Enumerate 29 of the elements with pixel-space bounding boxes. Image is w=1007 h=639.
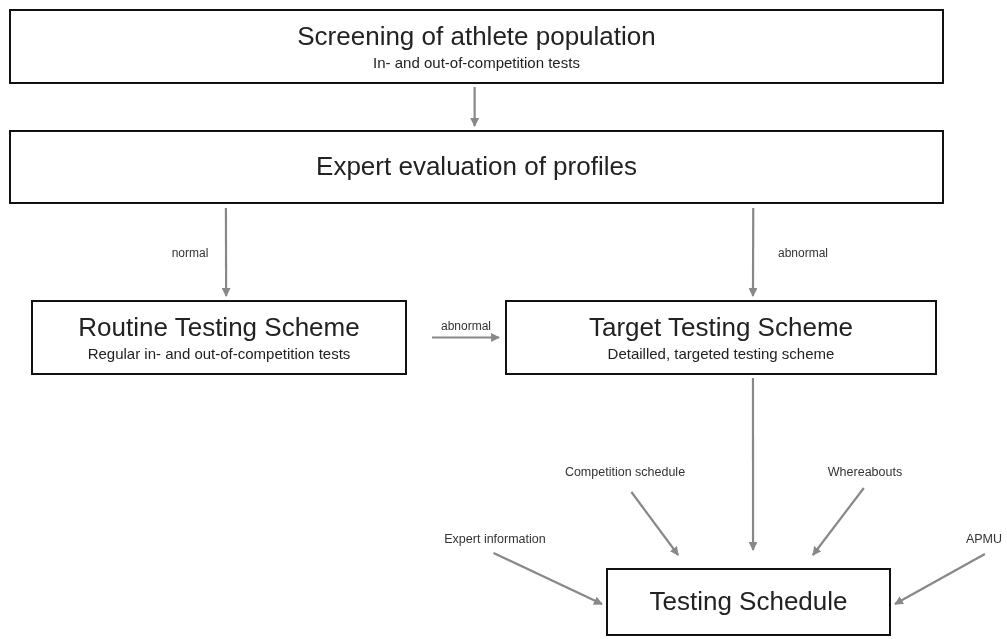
arrow	[812, 487, 865, 556]
box-subtitle: Regular in- and out-of-competition tests	[87, 345, 351, 363]
arrow	[221, 208, 231, 297]
box-subtitle: In- and out-of-competition tests	[373, 54, 580, 72]
arrow	[470, 87, 480, 127]
process-box	[606, 568, 891, 636]
edge-label: abnormal	[439, 319, 493, 333]
arrow	[493, 552, 603, 606]
arrow	[630, 491, 679, 556]
edge-label: abnormal	[776, 246, 830, 260]
input-label: Competition schedule	[564, 465, 686, 479]
process-box	[31, 300, 407, 375]
arrow	[748, 378, 758, 551]
input-label: Expert information	[444, 532, 546, 546]
process-box	[9, 130, 944, 204]
box-subtitle: Detailled, targeted testing scheme	[607, 345, 835, 363]
arrow	[894, 553, 986, 605]
box-title: Expert evaluation of profiles	[316, 152, 637, 182]
input-label: Whereabouts	[827, 465, 903, 479]
box-title: Testing Schedule	[649, 587, 848, 617]
edge-label: normal	[169, 246, 211, 260]
box-title: Screening of athlete population	[297, 21, 656, 52]
process-box	[9, 9, 944, 84]
arrow	[748, 208, 758, 297]
box-title: Routine Testing Scheme	[78, 312, 360, 343]
input-label: APMU	[965, 532, 1003, 546]
box-title: Target Testing Scheme	[589, 312, 853, 343]
process-box	[505, 300, 937, 375]
arrow	[432, 333, 500, 342]
